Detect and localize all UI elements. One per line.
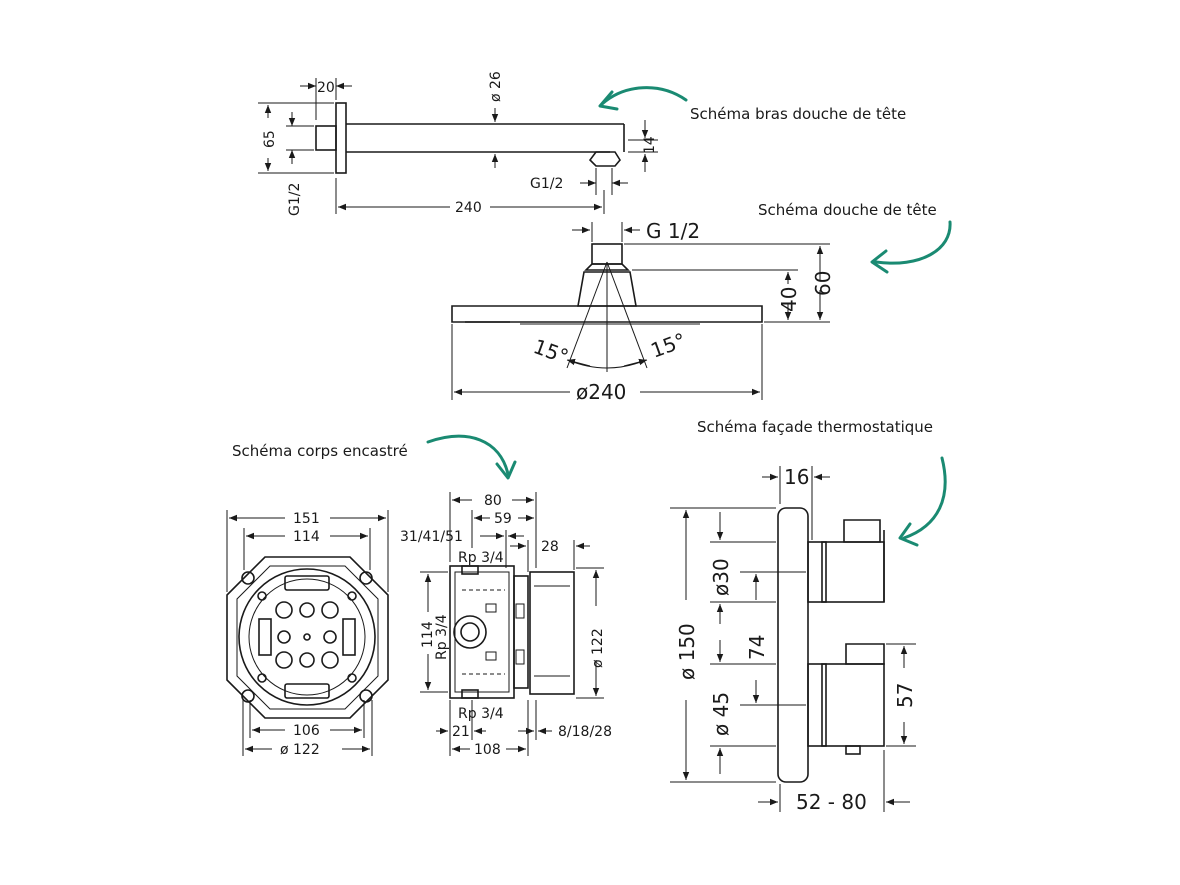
trim-dim-57: 57 (893, 683, 917, 708)
caption-arm: Schéma bras douche de tête (690, 105, 906, 123)
head-dim-60: 60 (811, 271, 835, 296)
body-front-106: 106 (293, 723, 320, 739)
body-side-rp-left: Rp 3/4 (434, 614, 450, 660)
body-side-114: 114 (420, 621, 436, 648)
body-front-114: 114 (293, 529, 320, 545)
arm-thread (315, 125, 337, 151)
head-dim-g12: G 1/2 (646, 219, 700, 243)
body-side-122: ø 122 (590, 628, 606, 668)
trim-dim-45: ø 45 (709, 692, 733, 736)
arm-dim-240: 240 (455, 200, 482, 216)
body-side-80: 80 (484, 493, 502, 509)
shower-arm-drawing (258, 78, 658, 214)
arm-dim-14: 14 (642, 136, 658, 154)
thermostat-trim-drawing (670, 466, 916, 812)
body-side-drawing (420, 492, 604, 756)
trim-dim-16: 16 (784, 465, 809, 489)
trim-dim-30: ø30 (709, 558, 733, 596)
shower-head-drawing (451, 222, 830, 400)
body-side-28: 28 (541, 539, 559, 555)
caption-trim: Schéma façade thermostatique (697, 418, 933, 436)
body-side-rp-bottom: Rp 3/4 (458, 706, 504, 722)
body-front-drawing (226, 510, 389, 756)
body-side-31: 31/41/51 (400, 529, 463, 545)
arm-dim-g12-left: G1/2 (287, 183, 303, 216)
body-side-59: 59 (494, 511, 512, 527)
body-front-151: 151 (293, 511, 320, 527)
caption-head: Schéma douche de tête (758, 201, 937, 219)
caption-body: Schéma corps encastré (232, 442, 408, 460)
arm-dim-20: 20 (317, 80, 335, 96)
body-side-rp-top: Rp 3/4 (458, 550, 504, 566)
head-dim-240: ø240 (576, 380, 626, 404)
body-front-122: ø 122 (280, 742, 320, 758)
arm-dim-g12-right: G1/2 (530, 176, 563, 192)
body-side-108: 108 (474, 742, 501, 758)
head-angle-right: 15° (648, 328, 690, 363)
head-angle-left: 15° (530, 334, 572, 369)
body-side-21: 21 (452, 724, 470, 740)
trim-dim-52-80: 52 - 80 (796, 790, 867, 814)
wall-flange (335, 102, 347, 174)
trim-dim-150: ø 150 (675, 623, 699, 680)
arm-outlet (588, 151, 621, 167)
body-side-8: 8/18/28 (558, 724, 612, 740)
head-dim-40: 40 (777, 287, 801, 312)
trim-dim-74: 74 (745, 635, 769, 660)
arm-dim-26: ø 26 (488, 71, 504, 102)
arm-dim-65: 65 (262, 130, 278, 148)
